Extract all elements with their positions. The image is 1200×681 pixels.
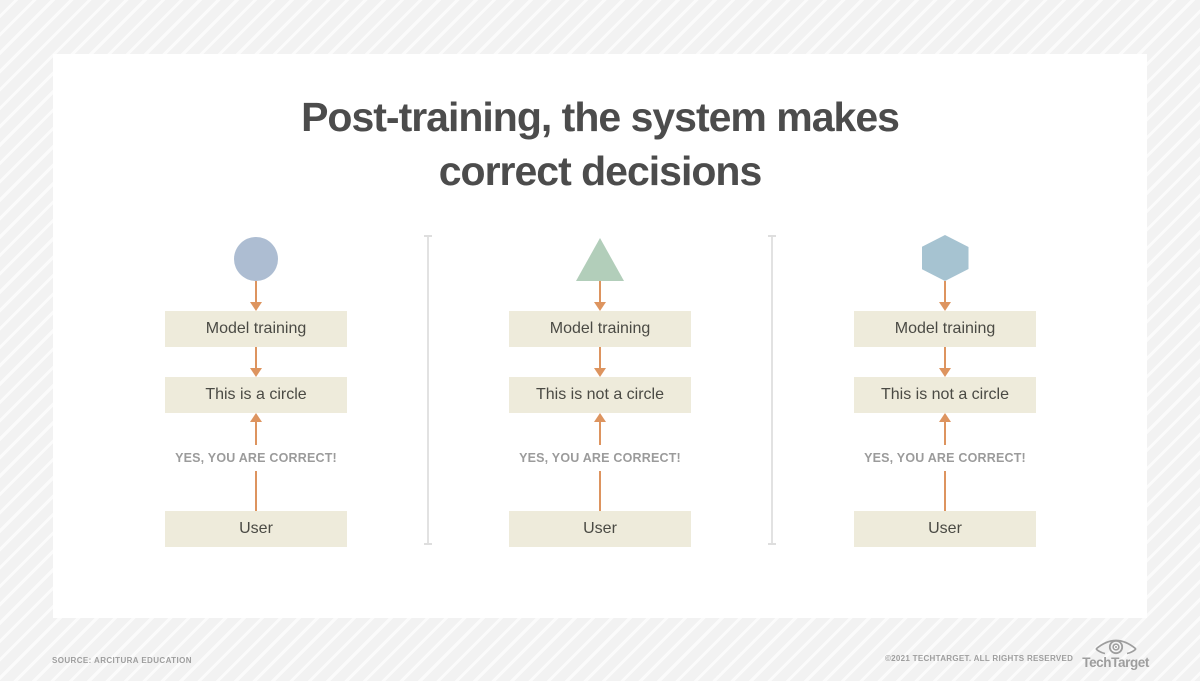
- circle-shape: [234, 237, 278, 281]
- shape-area: [854, 235, 1036, 281]
- feedback-label: YES, YOU ARE CORRECT!: [864, 451, 1026, 465]
- arrow-down-icon: [250, 347, 262, 377]
- arrow-up-icon: [250, 413, 262, 445]
- arrow-down-icon: [939, 281, 951, 311]
- user-box: User: [509, 511, 691, 547]
- copyright-text: ©2021 TECHTARGET. ALL RIGHTS RESERVED: [884, 653, 1074, 663]
- statement-box: This is not a circle: [854, 377, 1036, 413]
- arrow-down-icon: [250, 281, 262, 311]
- hexagon-shape: [921, 235, 969, 281]
- feedback-label: YES, YOU ARE CORRECT!: [175, 451, 337, 465]
- model-training-box: Model training: [509, 311, 691, 347]
- techtarget-logo: TechTarget: [1082, 636, 1149, 670]
- arrow-down-icon: [594, 347, 606, 377]
- footer-right: ©2021 TECHTARGET. ALL RIGHTS RESERVED Te…: [885, 636, 1149, 670]
- arrow-down-icon: [939, 347, 951, 377]
- flow-column-hexagon: Model training This is not a circle YES,…: [854, 235, 1036, 547]
- source-attribution: SOURCE: ARCITURA EDUCATION: [52, 656, 192, 665]
- user-box: User: [165, 511, 347, 547]
- page-title-line2: correct decisions: [438, 148, 763, 194]
- arrow-down-icon: [594, 281, 606, 311]
- shape-area: [165, 235, 347, 281]
- feedback-label: YES, YOU ARE CORRECT!: [519, 451, 681, 465]
- connector-line: [599, 471, 601, 511]
- page-title-line1: Post-training, the system makes: [301, 94, 900, 140]
- arrow-up-icon: [939, 413, 951, 445]
- user-box: User: [854, 511, 1036, 547]
- column-divider: [424, 235, 432, 545]
- model-training-box: Model training: [165, 311, 347, 347]
- brand-wordmark: TechTarget: [1082, 655, 1149, 670]
- flow-column-triangle: Model training This is not a circle YES,…: [509, 235, 691, 547]
- statement-box: This is a circle: [165, 377, 347, 413]
- page-title: Post-training, the system makes correct …: [53, 90, 1147, 198]
- triangle-shape: [576, 238, 624, 281]
- column-divider: [768, 235, 776, 545]
- flow-column-circle: Model training This is a circle YES, YOU…: [165, 235, 347, 547]
- model-training-box: Model training: [854, 311, 1036, 347]
- arrow-up-icon: [594, 413, 606, 445]
- connector-line: [944, 471, 946, 511]
- statement-box: This is not a circle: [509, 377, 691, 413]
- connector-line: [255, 471, 257, 511]
- eye-target-icon: [1095, 639, 1137, 655]
- shape-area: [509, 235, 691, 281]
